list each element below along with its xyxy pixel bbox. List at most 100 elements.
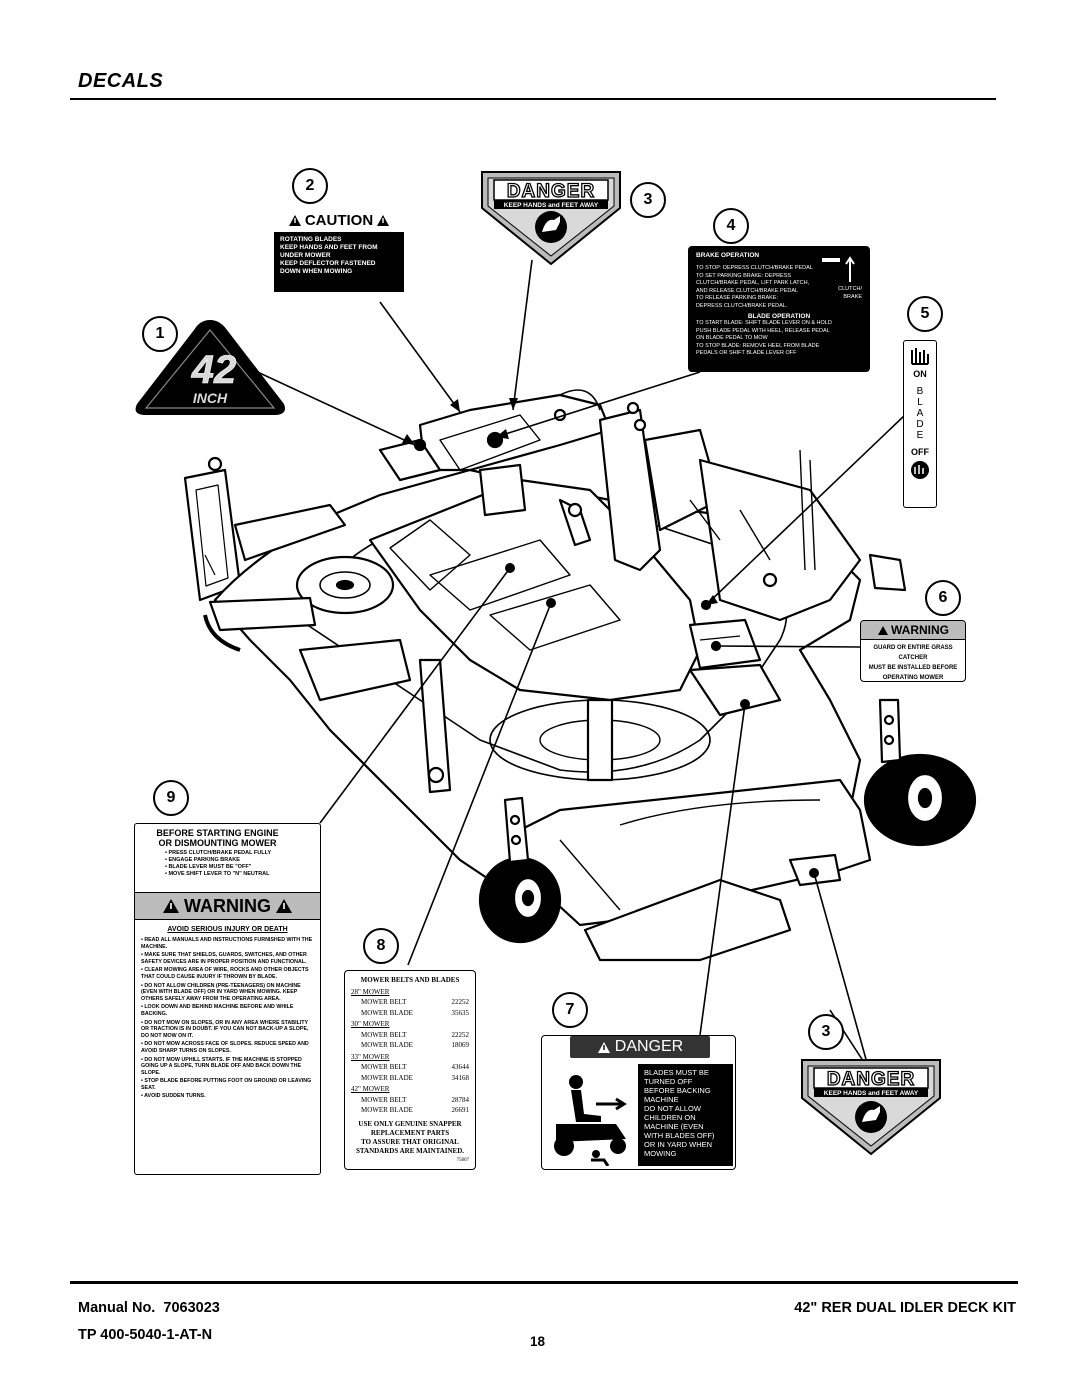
warning-bullet: • STOP BLADE BEFORE PUTTING FOOT ON GROU… — [141, 1078, 312, 1091]
brake-line: CLUTCH/BRAKE PEDAL, LIFT PARK LATCH, — [696, 280, 810, 286]
belt-part-row: MOWER BLADE 26691 — [351, 1105, 469, 1116]
warning-bullet: • DO NOT MOW ON SLOPES, OR IN ANY AREA W… — [141, 1019, 309, 1039]
tp-number: TP 400-5040-1-AT-N — [78, 1327, 213, 1343]
blade-off-icon — [911, 461, 929, 479]
belts-footer-line: STANDARDS ARE MAINTAINED. — [355, 1146, 465, 1155]
decal-danger-shield-top: DANGER KEEP HANDS and FEET AWAY — [481, 171, 621, 266]
hand-icon — [862, 1106, 880, 1122]
warning-triangle-icon — [377, 214, 390, 226]
belt-part-number: 34168 — [451, 1073, 470, 1082]
belt-part-name: MOWER BELT — [361, 1030, 407, 1039]
belt-part-name: MOWER BELT — [361, 1095, 407, 1104]
decal-blade-on-off: ON B L A D E OFF — [903, 340, 937, 508]
belts-footer-line: REPLACEMENT PARTS — [370, 1128, 450, 1137]
decal-42-big: 42 — [191, 348, 237, 392]
belt-part-number: 35635 — [451, 1008, 470, 1017]
warning-triangle-icon — [878, 625, 888, 635]
belt-part-name: MOWER BLADE — [361, 1106, 413, 1114]
callout-4: 4 — [713, 208, 749, 244]
blade-letter: D — [916, 419, 924, 430]
brake-title: BRAKE OPERATION — [696, 252, 760, 259]
caution-line: UNDER MOWER — [280, 252, 331, 259]
before-step: • MOVE SHIFT LEVER TO "N" NEUTRAL — [165, 871, 270, 877]
manual-number-value: 7063023 — [163, 1300, 220, 1316]
decal-42-inch: 42 INCH — [135, 320, 285, 415]
belt-part-row: MOWER BLADE 34168 — [351, 1073, 469, 1084]
danger-backing-line: MOWING — [644, 1149, 677, 1158]
manual-number: Manual No. 7063023 — [78, 1300, 220, 1316]
page-number: 18 — [530, 1334, 546, 1349]
callout-3-bottom: 3 — [808, 1014, 844, 1050]
manual-label: Manual No. — [78, 1300, 156, 1316]
belt-part-name: MOWER BLADE — [361, 1041, 413, 1049]
callout-2: 2 — [292, 168, 328, 204]
warning-triangle-icon — [163, 899, 179, 913]
belt-group-size: 28" MOWER — [351, 987, 390, 996]
warning-bullet: • DO NOT MOW ACROSS FACE OF SLOPES. REDU… — [141, 1041, 309, 1054]
belt-part-number: 22252 — [451, 998, 470, 1006]
danger-backing-line: MACHINE (EVEN — [644, 1122, 704, 1131]
clutch-brake-label: CLUTCH/ BRAKE — [838, 286, 862, 300]
belt-part-number: 26691 — [451, 1106, 470, 1114]
blade-title: BLADE OPERATION — [747, 313, 811, 320]
blade-line: ON BLADE PEDAL TO MOW — [696, 335, 768, 341]
belt-group-size: 42" MOWER — [351, 1085, 390, 1093]
blade-line: TO STOP BLADE: REMOVE HEEL FROM BLADE — [696, 342, 820, 349]
rider-child-pictogram — [546, 1064, 636, 1166]
warning-banner: WARNING — [135, 892, 320, 920]
danger-shield-sub: KEEP HANDS and FEET AWAY — [504, 202, 599, 209]
blade-line: PEDALS OR SHIFT BLADE LEVER OFF — [696, 350, 797, 356]
warning-subtitle: AVOID SERIOUS INJURY OR DEATH — [167, 926, 288, 933]
danger-backing-line: OR IN YARD WHEN — [644, 1140, 713, 1149]
callout-5: 5 — [907, 296, 943, 332]
danger-backing-header: DANGER — [614, 1038, 684, 1055]
warning-bullet: • CLEAR MOWING AREA OF WIRE, ROCKS AND O… — [141, 967, 309, 980]
belt-part-name: MOWER BLADE — [361, 1008, 413, 1017]
blade-letter: L — [917, 397, 923, 408]
decal-42-small: INCH — [193, 390, 228, 406]
belt-part-row: MOWER BLADE 35635 — [351, 1008, 469, 1019]
belt-part-name: MOWER BELT — [361, 1063, 407, 1071]
belt-part-name: MOWER BLADE — [361, 1073, 413, 1082]
brake-line: DEPRESS CLUTCH/BRAKE PEDAL. — [696, 302, 788, 309]
danger-backing-line: BLADES MUST BE — [644, 1068, 709, 1077]
brake-line: TO SET PARKING BRAKE: DEPRESS — [696, 272, 792, 279]
decal-caution: CAUTION ROTATING BLADES KEEP HANDS AND F… — [274, 208, 404, 296]
belt-part-row: MOWER BELT 22252 — [351, 997, 469, 1008]
kit-title: 42" RER DUAL IDLER DECK KIT — [794, 1300, 1016, 1316]
danger-shield-sub: KEEP HANDS and FEET AWAY — [824, 1090, 919, 1097]
belts-footer-line: TO ASSURE THAT ORIGINAL — [361, 1137, 459, 1146]
decal-brake-blade-operation: BRAKE OPERATION TO STOP: DEPRESS CLUTCH/… — [688, 246, 870, 372]
callout-3: 3 — [630, 182, 666, 218]
caution-line: DOWN WHEN MOWING — [280, 268, 353, 275]
decal-warning-grass-catcher: WARNING GUARD OR ENTIRE GRASS CATCHER MU… — [860, 620, 966, 682]
warning-bullet: • MAKE SURE THAT SHIELDS, GUARDS, SWITCH… — [141, 952, 307, 965]
before-title-line: BEFORE STARTING ENGINE — [156, 828, 279, 838]
belt-part-number: 28784 — [451, 1095, 470, 1104]
warning-bullet: • DO NOT ALLOW CHILDREN (PRE-TEENAGERS) … — [141, 982, 301, 1002]
caution-line: KEEP HANDS AND FEET FROM — [280, 244, 378, 251]
before-step: • ENGAGE PARKING BRAKE — [165, 857, 240, 863]
before-step: • BLADE LEVER MUST BE "OFF" — [165, 864, 252, 870]
warning-header: WARNING — [891, 623, 949, 637]
footer-rule — [70, 1281, 1018, 1284]
warning-bullet: • AVOID SUDDEN TURNS. — [141, 1093, 206, 1100]
danger-backing-line: MACHINE — [644, 1095, 679, 1104]
belt-part-number: 43644 — [451, 1063, 470, 1071]
blade-letter: B — [916, 386, 924, 397]
callout-6: 6 — [925, 580, 961, 616]
warning-line: GUARD OR ENTIRE GRASS CATCHER — [873, 645, 953, 661]
pedal-arrow-icon — [820, 254, 860, 289]
warning-banner-text: WARNING — [184, 895, 271, 916]
callout-7: 7 — [552, 992, 588, 1028]
warning-triangle-icon — [276, 899, 292, 913]
brake-line: AND RELEASE CLUTCH/BRAKE PEDAL — [696, 287, 799, 294]
belts-blades-title: MOWER BELTS AND BLADES — [360, 976, 460, 984]
warning-triangle-icon — [288, 214, 301, 226]
belts-code: 75807 — [456, 1157, 470, 1163]
belt-part-name: MOWER BELT — [361, 998, 407, 1006]
belt-part-number: 22252 — [451, 1030, 470, 1039]
blade-line: TO START BLADE: SHIFT BLADE LEVER ON & H… — [696, 320, 832, 326]
